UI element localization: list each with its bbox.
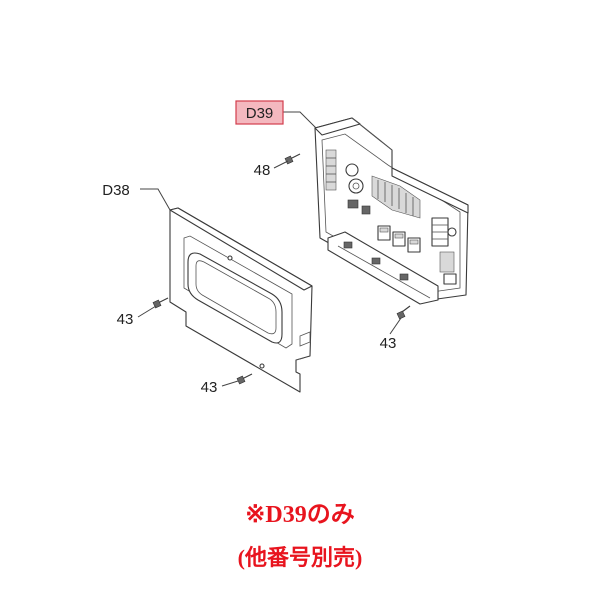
d39-connector-strip (325, 149, 337, 191)
part-d38-cover-panel (169, 207, 313, 393)
d39-highlight-box (235, 100, 284, 125)
d39-chip-1 (347, 199, 359, 209)
d39-relays (377, 225, 421, 253)
screw-48 (284, 153, 301, 165)
screw-43-left (152, 297, 169, 309)
note-other-parts-sold-separately: (他番号別売) (237, 545, 363, 570)
screw-43-right (396, 305, 411, 320)
d39-capacitor-1 (345, 163, 359, 177)
label-43-bottom: 43 (201, 379, 218, 396)
label-43-left: 43 (117, 311, 134, 328)
d38-window-recess (187, 252, 283, 344)
label-d38: D38 (102, 182, 130, 199)
d39-chip-2 (361, 205, 371, 215)
label-48: 48 (254, 162, 271, 179)
label-43-right: 43 (380, 335, 397, 352)
screw-43-bottom (236, 373, 253, 385)
d39-bottom-rail (327, 231, 439, 305)
d39-capacitor-2 (348, 178, 364, 194)
part-d39-control-board (314, 117, 469, 305)
note-d39-only: ※D39のみ (245, 502, 355, 528)
d39-side-connectors (431, 217, 457, 285)
d39-heatsink (371, 175, 421, 219)
label-d39: D39 (246, 105, 274, 122)
